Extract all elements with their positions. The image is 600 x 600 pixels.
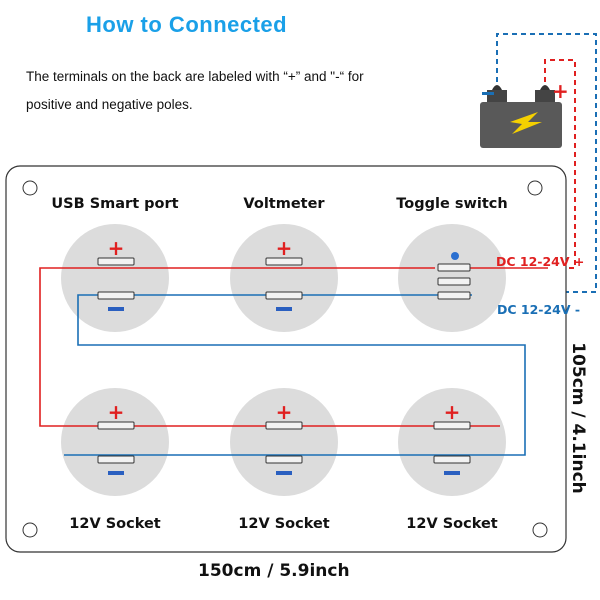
mount-hole: [527, 180, 543, 196]
description: The terminals on the back are labeled wi…: [26, 63, 406, 119]
width-dimension: 150cm / 5.9inch: [198, 561, 350, 581]
label-socket-right: 12V Socket: [406, 516, 498, 532]
minus-symbol: [108, 307, 124, 311]
minus-symbol: [276, 471, 292, 475]
terminals: [97, 257, 471, 464]
plus-symbol: +: [276, 236, 293, 260]
height-dimension: 105cm / 4.1inch: [568, 342, 588, 494]
voltmeter-circle: [230, 224, 338, 332]
label-voltmeter: Voltmeter: [243, 196, 325, 212]
plus-symbol: +: [108, 400, 125, 424]
plus-symbol: +: [108, 236, 125, 260]
mount-hole: [22, 180, 38, 196]
description-line-2: positive and negative poles.: [26, 97, 193, 112]
socket-circle-middle: [230, 388, 338, 496]
mount-hole: [532, 522, 548, 538]
battery-negative-dashed-wire: [472, 33, 597, 293]
description-line-1: The terminals on the back are labeled wi…: [26, 69, 364, 84]
plus-symbol: +: [444, 400, 461, 424]
battery-plus-symbol: +: [552, 79, 569, 103]
positive-supply-label: DC 12-24V +: [496, 254, 585, 269]
battery-icon: [480, 85, 562, 148]
negative-supply-label: DC 12-24V -: [497, 302, 581, 317]
label-socket-middle: 12V Socket: [238, 516, 330, 532]
usb-port-circle: [61, 224, 169, 332]
socket-circle-left: [61, 388, 169, 496]
minus-symbol: [108, 471, 124, 475]
toggle-indicator-icon: [451, 252, 459, 260]
label-socket-left: 12V Socket: [69, 516, 161, 532]
mount-hole: [22, 522, 38, 538]
minus-symbol: [276, 307, 292, 311]
positive-wiring: [39, 267, 548, 427]
page-title: How to Connected: [86, 12, 288, 37]
plus-symbol: +: [276, 400, 293, 424]
label-toggle-switch: Toggle switch: [396, 196, 508, 212]
label-usb-smart-port: USB Smart port: [51, 196, 179, 212]
battery-negative-mark: [482, 92, 494, 95]
socket-circle-right: [398, 388, 506, 496]
negative-wiring: [64, 294, 526, 456]
minus-symbol: [444, 471, 460, 475]
minus-symbols: [108, 307, 460, 475]
